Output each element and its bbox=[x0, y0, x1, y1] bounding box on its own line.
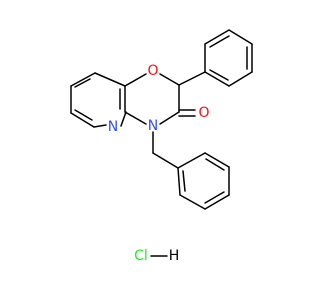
bond-c4a-n5 bbox=[120, 111, 127, 127]
bond-bz-inner-3 bbox=[182, 170, 186, 192]
salt-chlorine-label: Cl bbox=[134, 248, 148, 264]
bond-ph2-ph3 bbox=[204, 29, 230, 45]
bond-bz5-bz6 bbox=[179, 194, 206, 210]
bond-ph3-ph4 bbox=[228, 29, 253, 45]
bond-ph6-ph1 bbox=[204, 71, 230, 87]
bond-c6-n5 bbox=[93, 124, 107, 128]
bond-bz2-bz3 bbox=[204, 152, 230, 168]
bond-bz-inner-1 bbox=[205, 158, 225, 171]
atom-labels: O O N N bbox=[108, 63, 210, 135]
bond-c8-c8-inner bbox=[74, 78, 91, 88]
bond-ph-inner-3 bbox=[209, 69, 229, 81]
bond-c4a-c8a bbox=[94, 72, 126, 87]
bond-bz-inner-2 bbox=[204, 191, 225, 204]
bond-ph5-ph6 bbox=[228, 71, 253, 87]
bond-ch2-bz1 bbox=[152, 152, 179, 169]
bond-bz4-bz5 bbox=[204, 194, 230, 210]
bond-bz6-bz1 bbox=[177, 167, 181, 196]
bond-bz1-bz2 bbox=[177, 152, 206, 169]
atom-o2-label: O bbox=[198, 105, 209, 121]
atom-n-ring-label: N bbox=[148, 118, 158, 134]
bond-c3-n4 bbox=[159, 111, 180, 125]
bond-o1-c2 bbox=[159, 73, 180, 86]
bond-n4-c4a bbox=[124, 111, 147, 125]
hcl-salt: Cl H bbox=[134, 248, 179, 264]
bond-c8a-o1 bbox=[124, 73, 147, 87]
molecule-structure: O O N N Cl H bbox=[70, 29, 253, 264]
bond-ph-inner-1 bbox=[209, 35, 230, 48]
bond-c6-c5-inner bbox=[74, 109, 93, 121]
atom-o1-label: O bbox=[147, 63, 158, 79]
salt-hydrogen-label: H bbox=[169, 248, 180, 264]
phenyl-ring bbox=[178, 29, 253, 87]
pyridine-ring bbox=[70, 72, 127, 128]
atom-n-pyridine-label: N bbox=[108, 119, 118, 135]
bond-c7-c6 bbox=[70, 112, 95, 128]
bond-c2-ph1 bbox=[178, 71, 206, 86]
bond-c8a-c8 bbox=[70, 72, 96, 87]
benzyl-group bbox=[152, 131, 230, 210]
oxazinone-ring bbox=[124, 73, 196, 125]
